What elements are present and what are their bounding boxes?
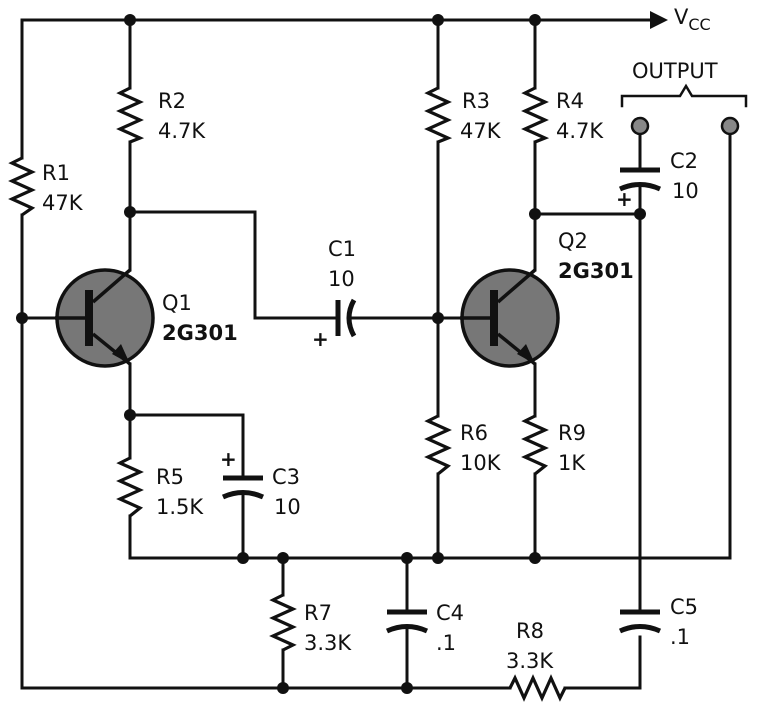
transistor-q2	[460, 268, 560, 368]
r8-value: 3.3K	[506, 649, 554, 673]
resistor-r1	[8, 156, 36, 217]
r7-value: 3.3K	[304, 631, 352, 655]
c3-polarity: +	[220, 447, 237, 471]
r6-ref: R6	[460, 421, 488, 445]
output-terminals	[620, 83, 748, 136]
c3-ref: C3	[272, 465, 300, 489]
r3-value: 47K	[460, 119, 502, 143]
r9-ref: R9	[558, 421, 586, 445]
resistor-r2	[116, 86, 145, 144]
r4-ref: R4	[556, 89, 584, 113]
vcc-label: VCC	[674, 5, 711, 34]
junction-dots	[16, 14, 646, 694]
r1-ref: R1	[42, 161, 70, 185]
transistor-q1	[55, 268, 155, 368]
q1-part: 2G301	[162, 321, 238, 345]
output-label: OUTPUT	[632, 59, 718, 83]
r6-value: 10K	[460, 451, 502, 475]
c2-value: 10	[672, 179, 699, 203]
r7-ref: R7	[304, 601, 332, 625]
c5-value: .1	[670, 625, 690, 649]
r5-value: 1.5K	[156, 495, 204, 519]
c4-value: .1	[436, 631, 456, 655]
r5-ref: R5	[156, 465, 184, 489]
vcc-arrow-icon	[650, 11, 668, 29]
wiring	[20, 18, 732, 690]
r2-value: 4.7K	[158, 119, 206, 143]
r3-ref: R3	[462, 89, 490, 113]
c3-value: 10	[274, 495, 301, 519]
resistor-r3	[424, 86, 453, 144]
resistor-r4	[521, 86, 550, 144]
q2-ref: Q2	[558, 229, 588, 253]
r2-ref: R2	[158, 89, 186, 113]
resistor-r6	[424, 414, 452, 476]
capacitor-c2	[618, 167, 662, 192]
output-terminal-left	[630, 116, 650, 136]
r1-value: 47K	[42, 191, 84, 215]
capacitor-c3	[221, 475, 265, 500]
capacitor-c5	[618, 609, 662, 634]
q1-ref: Q1	[162, 291, 192, 315]
output-brace	[620, 83, 748, 108]
resistor-r7	[269, 593, 297, 652]
c1-value: 10	[328, 267, 355, 291]
output-terminal-right	[720, 116, 740, 136]
c2-ref: C2	[670, 149, 698, 173]
capacitor-c4	[385, 609, 429, 634]
c2-polarity: +	[616, 187, 633, 211]
resistor-r8	[508, 674, 567, 702]
r4-value: 4.7K	[556, 119, 604, 143]
resistor-r5	[116, 456, 144, 518]
c5-ref: C5	[670, 595, 698, 619]
c4-ref: C4	[436, 601, 464, 625]
c1-polarity: +	[312, 327, 329, 351]
capacitor-c1	[335, 298, 357, 338]
r8-ref: R8	[516, 619, 544, 643]
c1-ref: C1	[328, 237, 356, 261]
q2-part: 2G301	[558, 259, 634, 283]
r9-value: 1K	[558, 451, 586, 475]
resistor-r9	[521, 414, 549, 476]
